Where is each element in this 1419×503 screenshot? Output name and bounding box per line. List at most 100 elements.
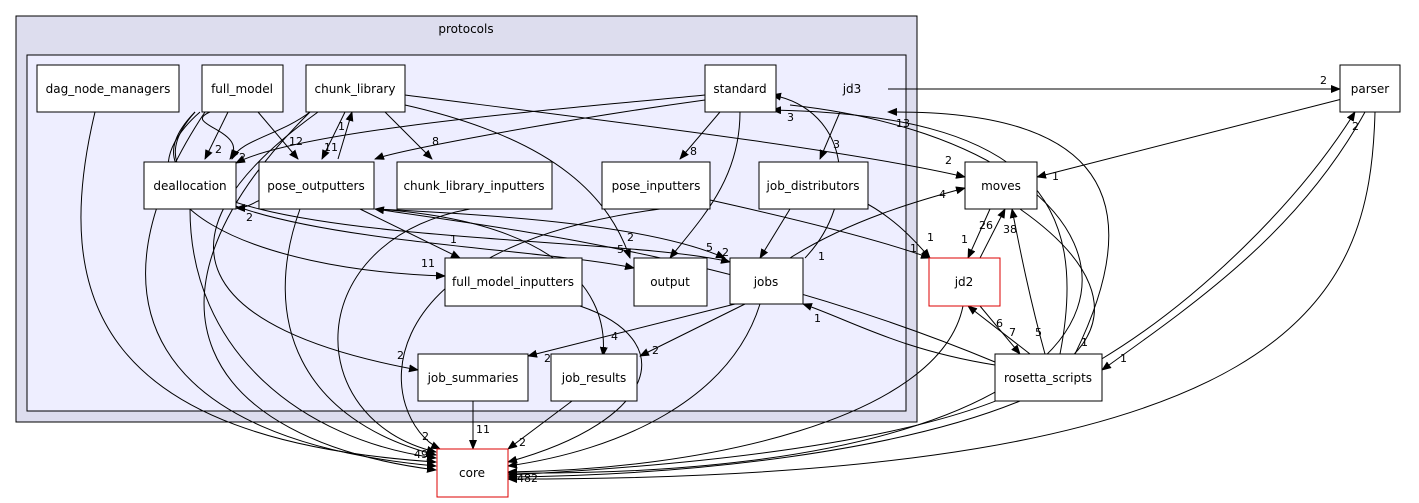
edge-label: 26 (979, 219, 993, 232)
node-deallocation[interactable]: deallocation (143, 161, 237, 210)
protocols-inner-cluster (26, 54, 907, 412)
node-label: output (650, 275, 690, 289)
edge-label: 2 (422, 430, 429, 443)
node-standard[interactable]: standard (704, 64, 777, 113)
edge-label: 49 (414, 448, 428, 461)
edges (80, 85, 1376, 484)
node-rosetta-scripts[interactable]: rosetta_scripts (994, 353, 1103, 402)
edge-pose_inputters-core (400, 208, 661, 450)
node-job-results[interactable]: job_results (550, 353, 638, 402)
edge-jd2-core (507, 305, 964, 476)
edge-label: 7 (1009, 326, 1016, 339)
edge-chunk_library-output (404, 104, 631, 259)
node-label: dag_node_managers (46, 82, 171, 96)
edge-label: 5 (1035, 326, 1042, 339)
node-core[interactable]: core (436, 448, 509, 498)
edge-rosetta_scripts-parser (1099, 111, 1356, 361)
edge-label: 3 (787, 111, 794, 124)
edge-full_model_inputters-core (507, 305, 643, 464)
edge-label: 11 (421, 257, 435, 270)
node-jobs[interactable]: jobs (729, 257, 804, 305)
edge-job_results-core (507, 400, 573, 450)
node-label: rosetta_scripts (1004, 371, 1092, 385)
node-chunk-library[interactable]: chunk_library (305, 64, 406, 113)
edge-jobs-standard (771, 92, 841, 259)
edge-label: 38 (1003, 223, 1017, 236)
node-jd3[interactable]: jd3 (842, 82, 862, 96)
node-parser[interactable]: parser (1339, 64, 1401, 113)
edge-labels: 2 2 12 1 11 8 2 2 10 8 3 3 13 2 1 4 26 1… (215, 74, 1359, 485)
edge-standard-core (507, 104, 1083, 478)
protocols-cluster-label: protocols (438, 22, 493, 36)
edge-label: 3 (833, 138, 840, 151)
node-label: full_model (211, 82, 273, 96)
node-label: chunk_library (315, 82, 396, 96)
edge-chunk_library-pose_outputters (321, 111, 346, 160)
node-pose-outputters[interactable]: pose_outputters (258, 161, 375, 210)
edge-label: 11 (324, 141, 338, 154)
node-label: core (459, 466, 485, 480)
edge-chunk_library-core (203, 111, 437, 473)
edge-label: 2 (1320, 74, 1327, 87)
node-label: standard (713, 82, 766, 96)
edge-label: 8 (432, 135, 439, 148)
nodes: dag_node_managers full_model chunk_libra… (36, 64, 1401, 498)
edge-full_model-full_model_inputters (167, 111, 446, 280)
edge-dag_node_managers-core (80, 111, 437, 466)
edge-label: 1 (338, 120, 345, 133)
edge-full_model-pose_outputters (257, 111, 299, 160)
edge-full_model-deallocation (204, 111, 229, 160)
edge-chunk_library-chunk_library_inputters (384, 111, 433, 160)
node-pose-inputters[interactable]: pose_inputters (601, 161, 711, 210)
edge-job_distributors-jd2 (859, 199, 931, 259)
edge-label: 482 (517, 472, 538, 485)
edge-rosetta_scripts-jd3 (887, 107, 1110, 355)
node-label: moves (981, 179, 1021, 193)
node-chunk-library-inputters[interactable]: chunk_library_inputters (396, 161, 553, 210)
node-dag-node-managers[interactable]: dag_node_managers (36, 64, 180, 113)
node-label: jd3 (842, 82, 862, 96)
edge-rosetta_scripts-moves (1009, 208, 1046, 355)
node-full-model[interactable]: full_model (201, 64, 284, 113)
edge-moves-jd2 (967, 208, 991, 259)
edge-rosetta_scripts-jd2 (967, 305, 1031, 355)
edge-parser-rosetta_scripts (1101, 111, 1366, 371)
edge-jobs-core (507, 303, 761, 469)
node-jd2[interactable]: jd2 (928, 257, 1001, 307)
edge-label: 5 (617, 243, 624, 256)
edge-standard-pose_inputters (679, 111, 721, 160)
edge-label: 11 (476, 423, 490, 436)
edge-label: 2 (544, 352, 551, 365)
edge-deallocation-core (189, 208, 437, 461)
edge-label: 2 (215, 143, 222, 156)
node-label: chunk_library_inputters (403, 179, 544, 193)
edge-label: 6 (996, 317, 1003, 330)
edge-label: 2 (519, 436, 526, 449)
edge-label: 1 (1120, 352, 1127, 365)
node-moves[interactable]: moves (964, 161, 1038, 210)
node-label: jobs (753, 275, 779, 289)
edge-pose_outputters-core (284, 208, 437, 457)
edge-label: 2 (627, 231, 634, 244)
edge-label: 1 (927, 231, 934, 244)
edge-label: 4 (939, 188, 946, 201)
edge-parser-core (507, 111, 1376, 484)
edge-chunk_library_inputters-core (337, 208, 471, 454)
edge-label: 1 (818, 250, 825, 263)
node-job-distributors[interactable]: job_distributors (758, 161, 869, 210)
edge-jd2-moves (979, 208, 1006, 259)
edge-standard-output (669, 111, 741, 259)
node-label: pose_inputters (612, 179, 701, 193)
edge-label: 2 (1352, 120, 1359, 133)
edge-label: 5 (706, 241, 713, 254)
node-label: job_distributors (766, 179, 860, 193)
node-job-summaries[interactable]: job_summaries (417, 353, 529, 402)
edge-standard-pose_outputters (374, 99, 706, 160)
edge-label: 1 (910, 242, 917, 255)
edge-label: 12 (289, 135, 303, 148)
edge-label: 1 (450, 233, 457, 246)
edge-label: 1 (1081, 336, 1088, 349)
node-full-model-inputters[interactable]: full_model_inputters (444, 257, 583, 307)
node-output[interactable]: output (633, 257, 708, 307)
